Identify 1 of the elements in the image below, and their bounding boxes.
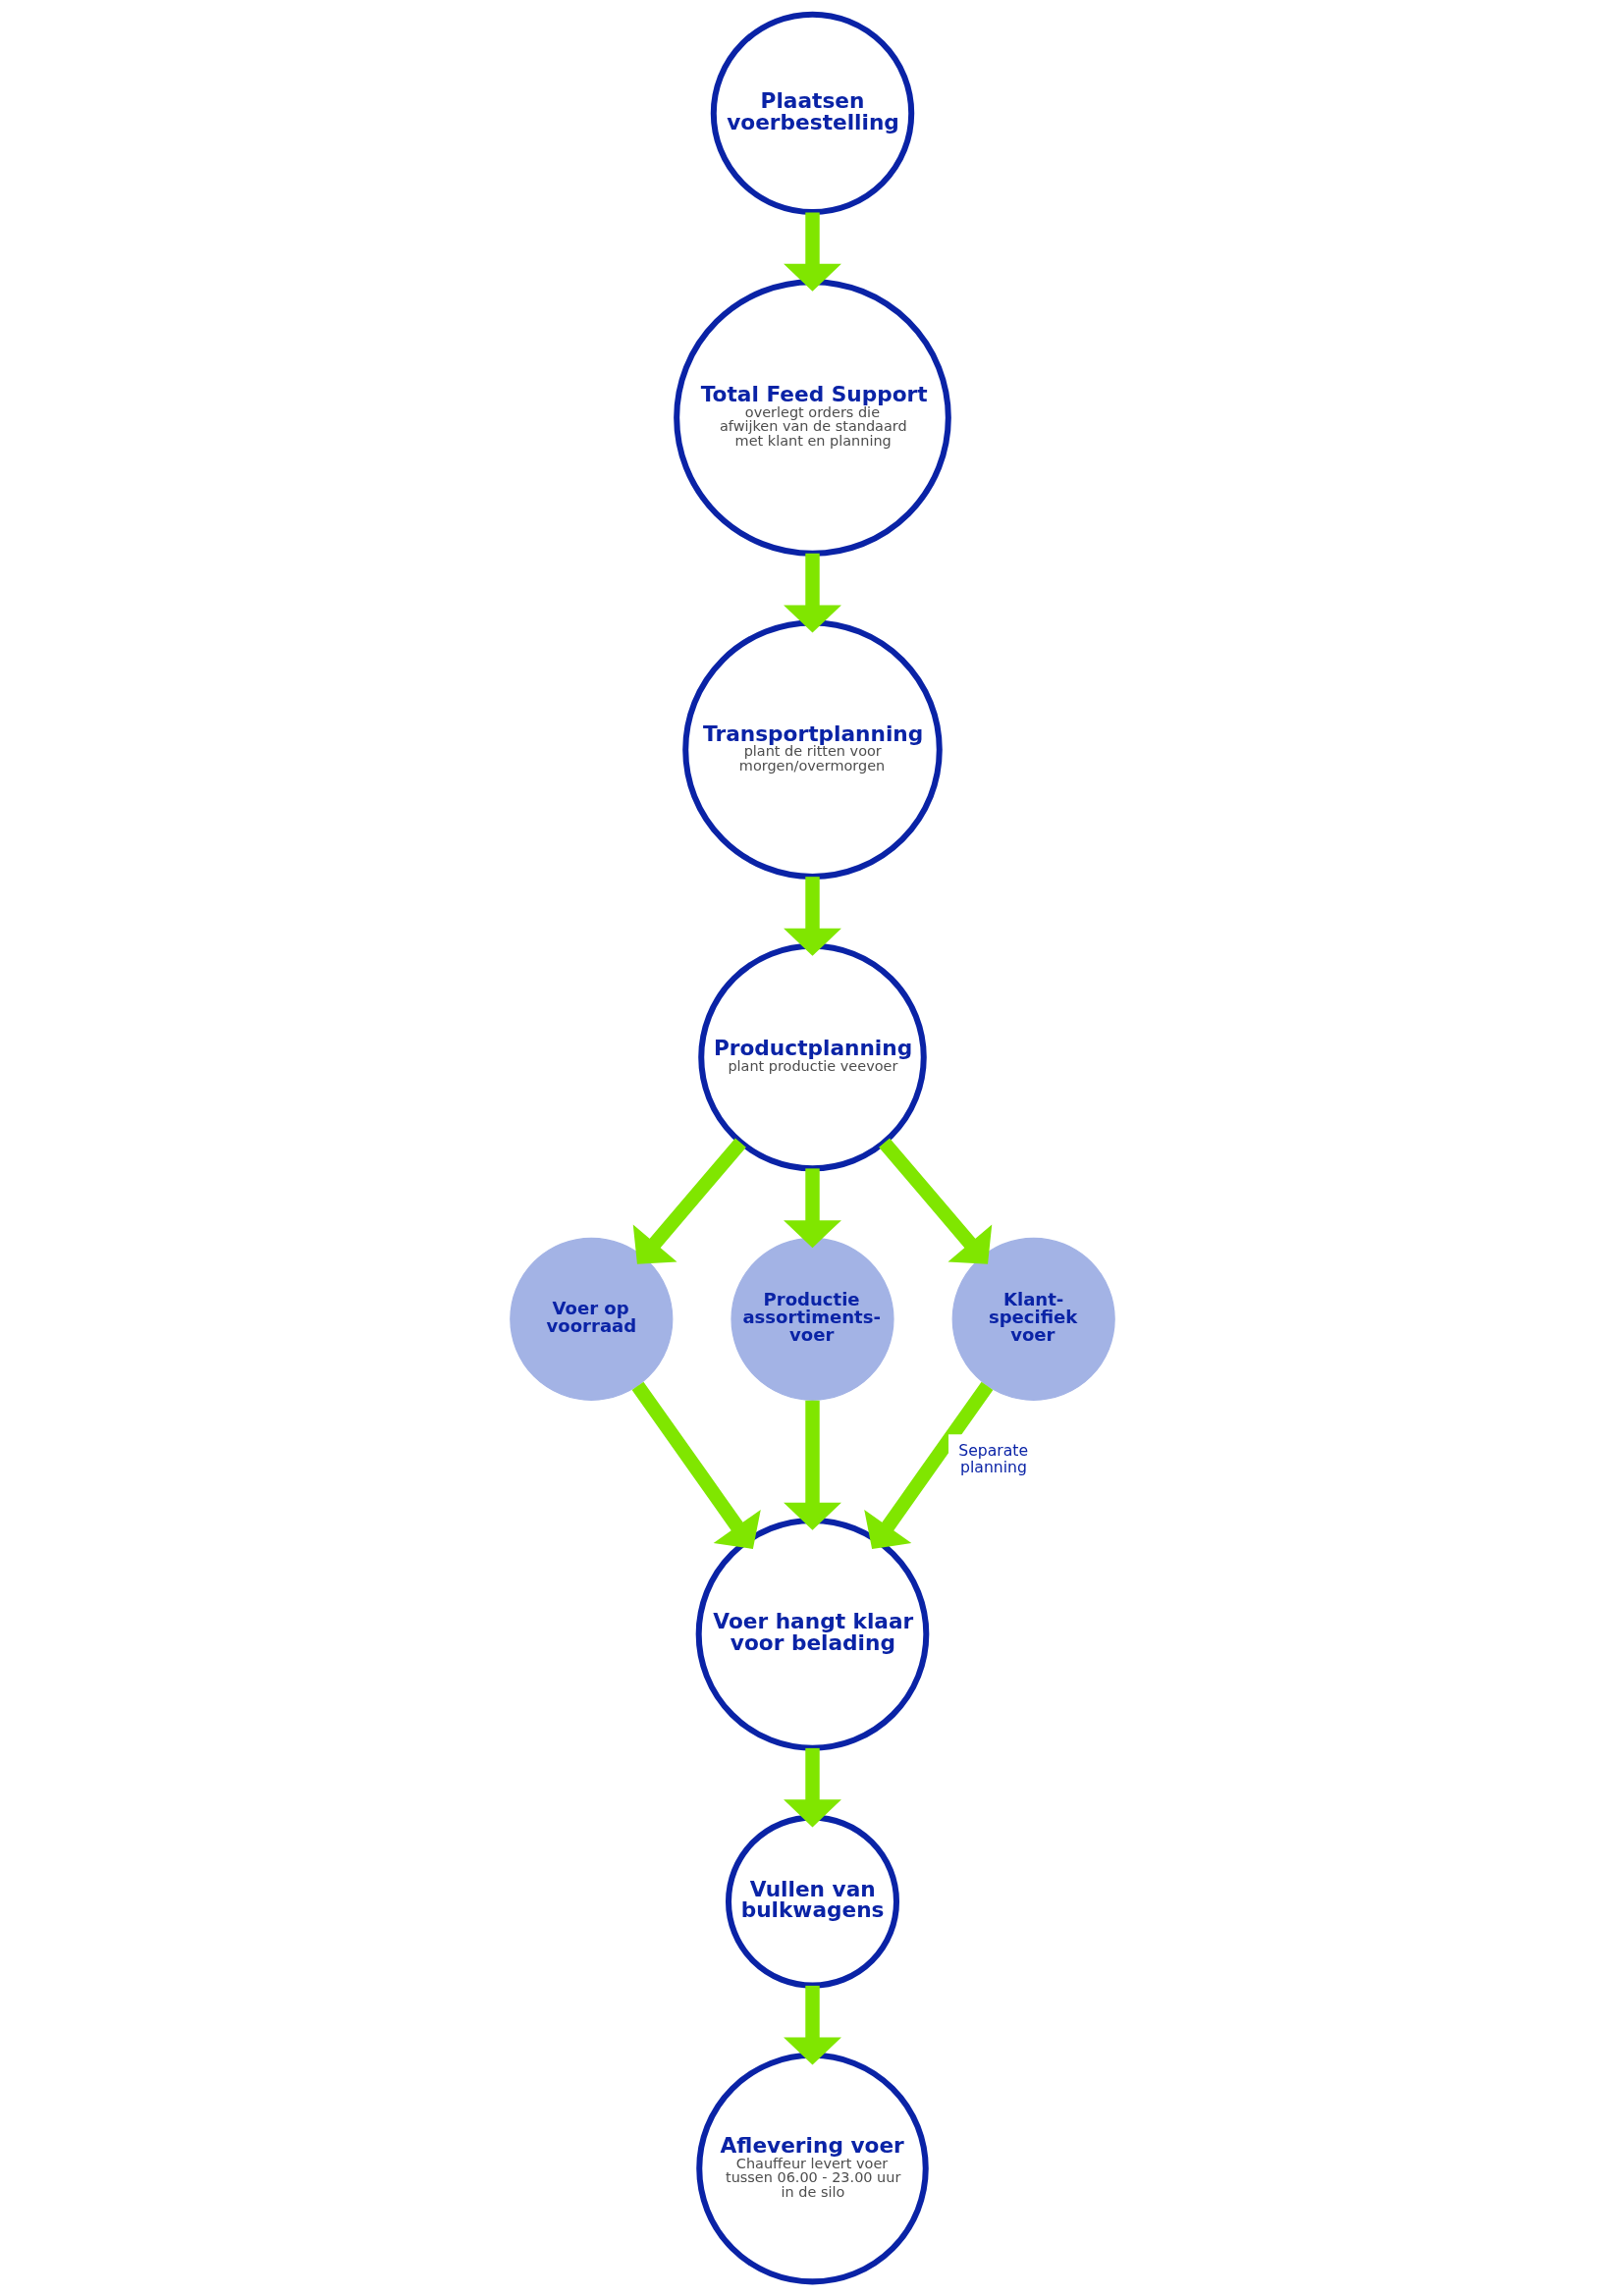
- edge-label: Separate planning: [957, 1441, 1028, 1477]
